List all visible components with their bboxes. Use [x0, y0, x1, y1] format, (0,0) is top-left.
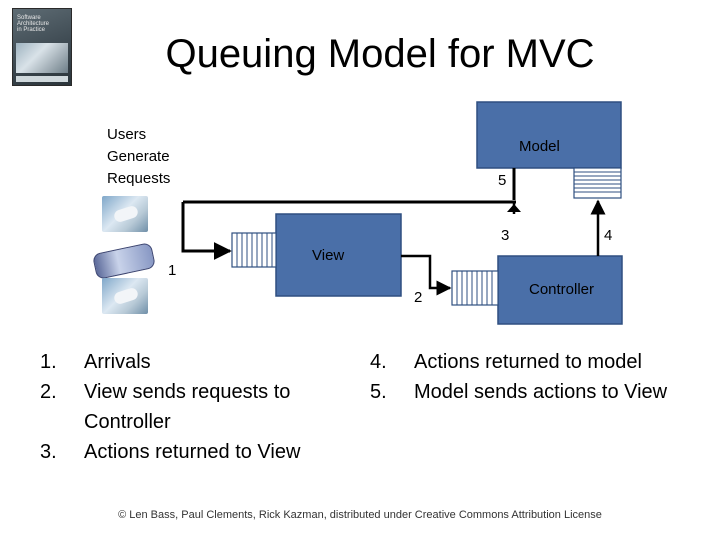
slide-title: Queuing Model for MVC: [165, 32, 595, 76]
list-item: 4. Actions returned to model: [370, 347, 715, 377]
list-item-number: 4.: [370, 351, 387, 373]
model-queue: [573, 167, 622, 199]
model-label: Model: [519, 138, 560, 155]
list-item: 3. Actions returned to View: [40, 437, 360, 467]
model-box: [476, 101, 622, 169]
arrow-label-3: 3: [501, 227, 510, 244]
list-item-text: Arrivals: [84, 351, 151, 373]
list-item-text: Actions returned to model: [414, 351, 642, 373]
steps-list-right: 4. Actions returned to model 5. Model se…: [370, 347, 715, 407]
user-device-photo-top: [102, 196, 148, 232]
list-item-number: 1.: [40, 351, 57, 373]
arrow-label-4: 4: [604, 227, 613, 244]
list-item-number: 2.: [40, 381, 57, 403]
list-item: 2. View sends requests to Controller: [40, 377, 360, 437]
arrow-label-2: 2: [414, 289, 423, 306]
book-cover-title: Software Architecture in Practice: [17, 15, 50, 33]
list-item: 5. Model sends actions to View: [370, 377, 715, 407]
steps-list-left: 1. Arrivals 2. View sends requests to Co…: [40, 347, 360, 467]
arrow-2-path: [401, 254, 452, 296]
controller-box: [497, 255, 623, 325]
book-cover-edition-bar: [16, 76, 68, 82]
controller-label: Controller: [529, 281, 595, 298]
view-label: View: [312, 247, 345, 264]
list-item-text: Actions returned to View: [84, 441, 301, 463]
arrow-1-path: [181, 202, 232, 260]
copyright-footer: © Len Bass, Paul Clements, Rick Kazman, …: [118, 509, 602, 521]
user-device-photo-bottom: [102, 278, 148, 314]
controller-queue: [451, 270, 499, 306]
book-cover-image: Software Architecture in Practice: [12, 8, 72, 86]
arrow-label-1: 1: [168, 262, 177, 279]
list-item: 1. Arrivals: [40, 347, 360, 377]
list-item-number: 5.: [370, 381, 387, 403]
users-label: Users Generate Requests: [107, 126, 171, 187]
book-cover-photo: [16, 43, 68, 73]
list-item-number: 3.: [40, 441, 57, 463]
arrow-3-head: [507, 204, 521, 212]
arrow-label-5: 5: [498, 172, 507, 189]
list-item-text: View sends requests to Controller: [84, 381, 291, 433]
view-queue: [231, 232, 277, 268]
list-item-text: Model sends actions to View: [414, 381, 668, 403]
